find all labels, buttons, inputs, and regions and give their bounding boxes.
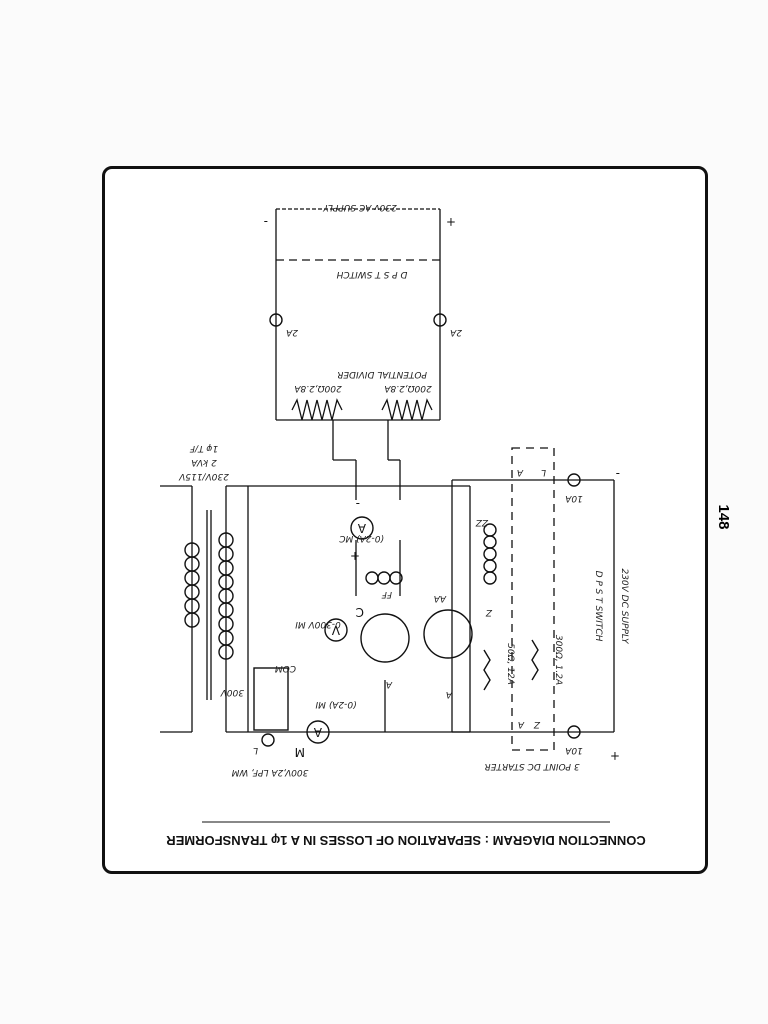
fuse-10a-icon [567, 725, 581, 739]
wattmeter-icon [253, 667, 289, 731]
dc-motor-icon [360, 613, 410, 663]
fuse-right-icon [433, 313, 447, 327]
ammeter-mi-icon [306, 720, 330, 744]
transformer-coil-icon [184, 532, 234, 660]
transformer-type-label: 1φ T/F [189, 443, 218, 453]
armature-rheostat-icon [531, 639, 539, 681]
diagram-frame [102, 166, 708, 874]
components [184, 313, 581, 747]
ac-plus-label: + [446, 215, 456, 229]
ammeter-mc-symbol: A [357, 521, 366, 535]
field-rheostat-icon [483, 649, 491, 691]
fuse-left-label: 2A [286, 327, 298, 337]
fuse-left-icon [269, 313, 283, 327]
armature-rheostat-label: 50Ω, 12A [505, 643, 515, 685]
field-rheostat-label: 300Ω, 1.2A [553, 635, 563, 685]
ac-supply-label: 230v AC SUPPLY [322, 202, 397, 212]
generator-a-label: A [446, 689, 453, 699]
dc-minus-label: - [616, 467, 620, 481]
starter-z-label: Z [533, 719, 541, 729]
mc-plus-mark: - [356, 497, 360, 511]
wattmeter-300v-label: 300V [220, 687, 244, 697]
transformer-kva-label: 2 kVA [191, 457, 217, 467]
dc-supply-label: 230V DC SUPPLY [619, 568, 629, 645]
diagram-title: CONNECTION DIAGRAM : SEPARATION OF LOSSE… [166, 833, 646, 848]
wattmeter-label: 300V,2A LPF, WM [231, 767, 308, 777]
motor-c-symbol: C [356, 605, 364, 619]
dc-generator-icon [423, 609, 473, 659]
wires [160, 208, 615, 751]
field-z-label: Z [485, 607, 493, 617]
ammeter-mi-symbol: A [313, 725, 322, 739]
potential-divider-label: POTENTIAL DIVIDER [337, 369, 427, 379]
field-coil-icon [365, 523, 497, 585]
fuse-10a-icon [567, 473, 581, 487]
starter-a-top-label: A [517, 467, 524, 477]
ammeter-mi-label: (0-2A) MI [315, 699, 357, 709]
mc-minus-mark: + [350, 549, 360, 563]
rheostat2-label: 200Ω,2.8A [384, 383, 431, 393]
starter-label: 3 POINT DC STARTER [484, 761, 579, 771]
voltmeter-label: 0-300V MI [295, 619, 341, 629]
field-ff-label: FF [381, 589, 392, 599]
dpst-switch-label: D P S T SWITCH [336, 269, 407, 279]
dc-plus-label: + [610, 749, 620, 763]
ac-minus-label: - [264, 215, 268, 229]
voltmeter-icon [324, 618, 348, 642]
transformer-rating-label: 230V/115V [178, 471, 229, 481]
fuse-10a-label-2: 10A [565, 745, 583, 755]
starter-l-label: L [541, 467, 546, 477]
ammeter-mc-label: (0-2A) MC [338, 533, 384, 543]
armature-aa-label: AA [434, 593, 447, 603]
tpst-switch-label: D P S T SWITCH [593, 571, 603, 642]
field-zz-label: ZZ [475, 517, 489, 527]
wattmeter-l-label: L [253, 745, 258, 755]
wattmeter-com-label: COM [275, 663, 296, 673]
motor-a-label: A [386, 679, 393, 689]
voltmeter-symbol: V [331, 623, 340, 637]
rheostat1-label: 200Ω,2.8A [294, 383, 341, 393]
wattmeter-m-symbol: M [295, 745, 305, 759]
fuse-10a-label-1: 10A [565, 493, 583, 503]
ammeter-mc-icon [350, 516, 374, 540]
starter-a-label: A [518, 719, 525, 729]
fuse-right-label: 2A [450, 327, 462, 337]
